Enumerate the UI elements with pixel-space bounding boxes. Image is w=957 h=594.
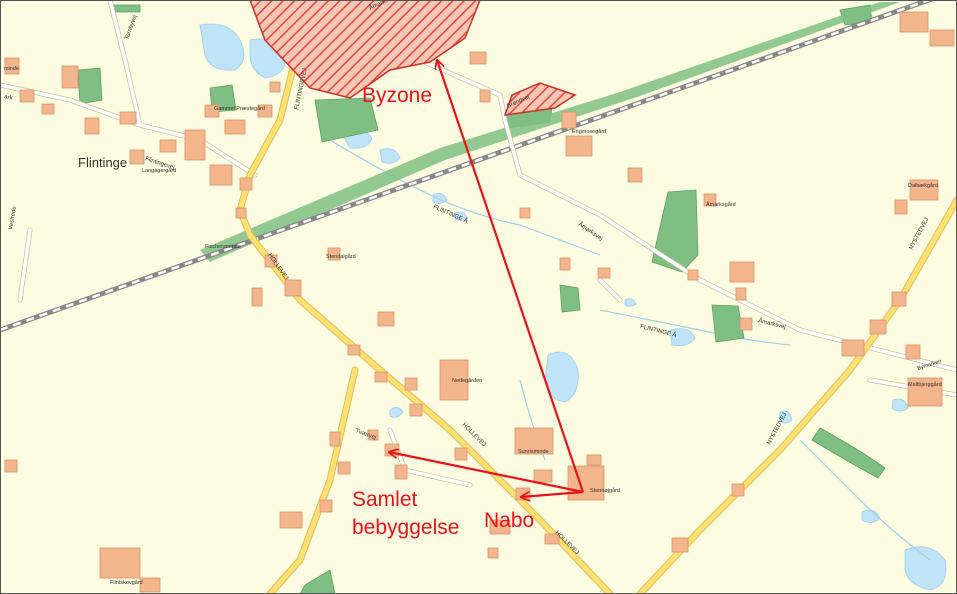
- lake-north-1: [199, 23, 245, 71]
- byzone-area: [249, 0, 577, 116]
- label-stenhoejgaard: Stenhøjgård: [590, 487, 620, 494]
- annotation-arrows: [389, 60, 585, 497]
- arrow-to-samlet: [389, 452, 584, 494]
- label-amarksvej-top: Åmarksvej: [368, 0, 396, 12]
- railway: [0, 0, 937, 333]
- label-samlet-line2: bebyggelse: [352, 516, 459, 539]
- label-dalbaekgaard: Dalbækgård: [908, 182, 938, 189]
- pond-8: [778, 410, 793, 424]
- label-fischersminde: Fischersminde: [205, 244, 241, 250]
- road-nystedvej: [637, 197, 957, 594]
- pond-9: [891, 398, 909, 412]
- pond-6: [624, 298, 637, 307]
- forest-1: [314, 97, 379, 143]
- minor-roads-fill: [0, 0, 957, 487]
- label-gammel-praestegaard: Gammel Præstegård: [214, 105, 265, 112]
- road-tornbyvej: [108, 0, 142, 127]
- label-aamarksgaard: Åmarksgård: [706, 201, 736, 208]
- label-engmosegaard: Engmosegård: [572, 128, 606, 135]
- forest-8: [811, 427, 886, 479]
- road-south-west: [267, 367, 358, 594]
- arrow-to-nabo: [521, 490, 584, 497]
- label-stendalgaard: Stendalgård: [326, 253, 356, 260]
- forest-6: [711, 304, 745, 343]
- label-flintskovgaard: Flintskovgård: [110, 579, 143, 586]
- annotation-labels: Byzone Nabo Samlet bebyggelse: [352, 84, 534, 539]
- road-hollevej: [237, 17, 613, 594]
- label-nabo: Nabo: [484, 509, 534, 532]
- forest-layer: [77, 4, 886, 594]
- pond-7: [389, 407, 404, 418]
- forest-11: [299, 569, 336, 594]
- buildings: [4, 11, 955, 593]
- main-roads: [237, 17, 957, 594]
- pond-2: [379, 148, 401, 164]
- forest-7: [559, 284, 581, 313]
- label-samlet-line1: Samlet: [352, 488, 418, 511]
- label-langagergaard: Langagergård: [142, 167, 176, 174]
- label-byzone: Byzone: [362, 84, 432, 107]
- label-minde: minde: [4, 66, 19, 72]
- forest-3: [77, 67, 103, 105]
- pond-4: [454, 211, 468, 221]
- arrow-to-byzone: [437, 60, 585, 493]
- label-ark: ark: [4, 94, 14, 102]
- pond-5: [669, 328, 696, 347]
- label-vestrede: Vestrede: [8, 205, 18, 230]
- pond-10: [861, 509, 881, 523]
- label-flintinge: Flintinge: [78, 155, 127, 170]
- label-maltbjerggaard: Maltbjerggård: [908, 381, 942, 388]
- label-nedegaarden: Nedegården: [452, 377, 482, 384]
- label-sunrisminde: Sunrisminde: [518, 449, 549, 455]
- road-aamarksvej: [418, 58, 957, 372]
- lake-se: [904, 546, 947, 591]
